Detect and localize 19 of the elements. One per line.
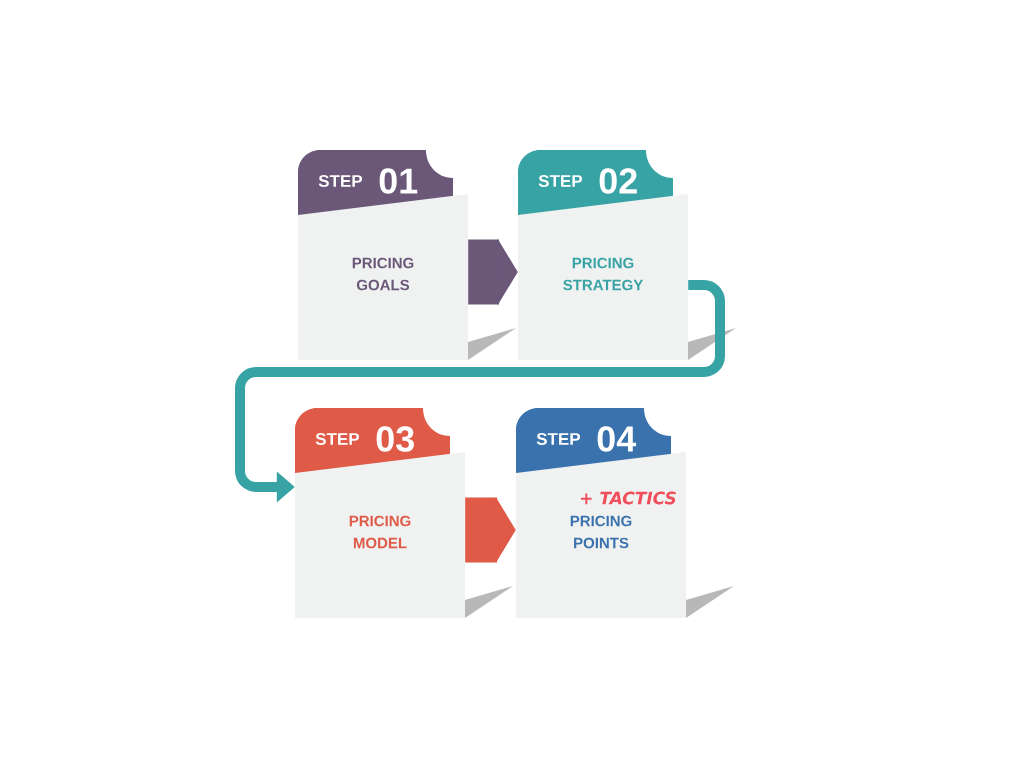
step-number: 02 [599,168,637,194]
chevron-arrow [465,497,516,563]
chevron-arrow [468,239,518,305]
step-card [518,150,736,360]
step-card [298,150,516,360]
step-title: PRICING POINTS [570,515,632,549]
step-label: STEP [315,432,360,445]
step-label: STEP [536,432,581,445]
step-label: STEP [538,174,583,187]
step-title: PRICING GOALS [352,257,414,291]
step-label: STEP [318,174,363,187]
step-number: 01 [379,168,418,194]
step-card [516,408,734,618]
step-number: 03 [376,426,414,452]
step-title: PRICING STRATEGY [563,257,644,291]
tactics-note: + TACTICS [581,491,676,505]
step-title: PRICING MODEL [349,515,411,549]
step-card [295,408,513,618]
step-number: 04 [597,426,637,452]
